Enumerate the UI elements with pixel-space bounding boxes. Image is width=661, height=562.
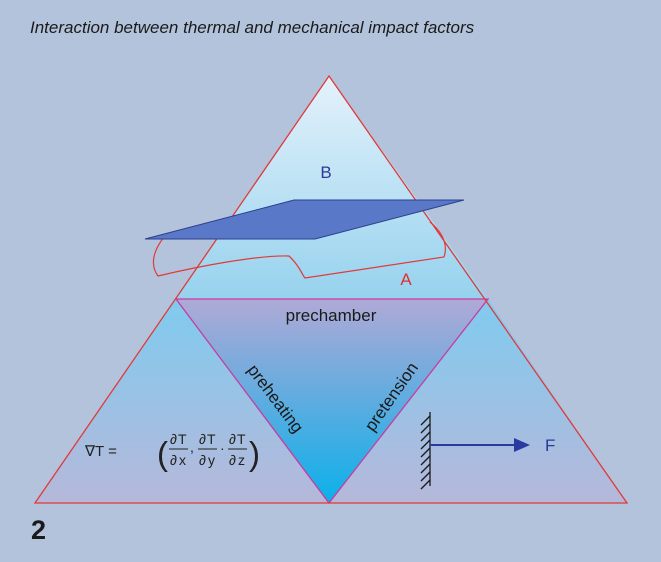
fraction-dt-dz: ∂ T ∂ z xyxy=(228,431,247,468)
left-triangle xyxy=(35,299,329,503)
formula-comma-1: , xyxy=(190,439,194,455)
outer-triangle-outline xyxy=(33,74,629,504)
svg-text:∂: ∂ xyxy=(229,431,236,447)
fraction-dt-dx: ∂ T ∂ x xyxy=(169,431,188,468)
right-triangle xyxy=(329,299,627,503)
formula-close-paren: ) xyxy=(249,435,260,472)
svg-text:∂: ∂ xyxy=(199,431,206,447)
curved-surface-a xyxy=(152,221,446,279)
svg-text:T: T xyxy=(178,431,187,447)
fraction-dt-dy: ∂ T ∂ y xyxy=(198,431,217,468)
svg-text:z: z xyxy=(238,452,245,468)
svg-text:y: y xyxy=(208,452,215,468)
svg-text:T: T xyxy=(237,431,246,447)
gradient-formula: ∇T = ( ∂ T ∂ x , ∂ T ∂ y · ∂ T ∂ xyxy=(84,431,260,472)
formula-lhs: ∇T = xyxy=(84,443,117,460)
svg-text:T: T xyxy=(207,431,216,447)
figure-caption: Interaction between thermal and mechanic… xyxy=(30,18,475,37)
svg-text:∂: ∂ xyxy=(229,452,236,468)
label-a: A xyxy=(400,270,412,289)
plane-b xyxy=(144,199,465,240)
formula-dot: · xyxy=(220,440,225,456)
center-inverted-triangle xyxy=(174,298,490,505)
label-prechamber: prechamber xyxy=(286,306,377,325)
formula-open-paren: ( xyxy=(157,435,168,472)
svg-text:∂: ∂ xyxy=(170,452,177,468)
svg-text:∂: ∂ xyxy=(199,452,206,468)
label-f: F xyxy=(545,436,555,455)
upper-triangle xyxy=(176,76,488,299)
svg-text:x: x xyxy=(179,452,186,468)
fixed-support-icon xyxy=(420,412,431,490)
force-arrow-head-icon xyxy=(514,438,530,452)
figure-number: 2 xyxy=(31,515,47,545)
label-b: B xyxy=(320,163,331,182)
svg-text:∂: ∂ xyxy=(170,431,177,447)
